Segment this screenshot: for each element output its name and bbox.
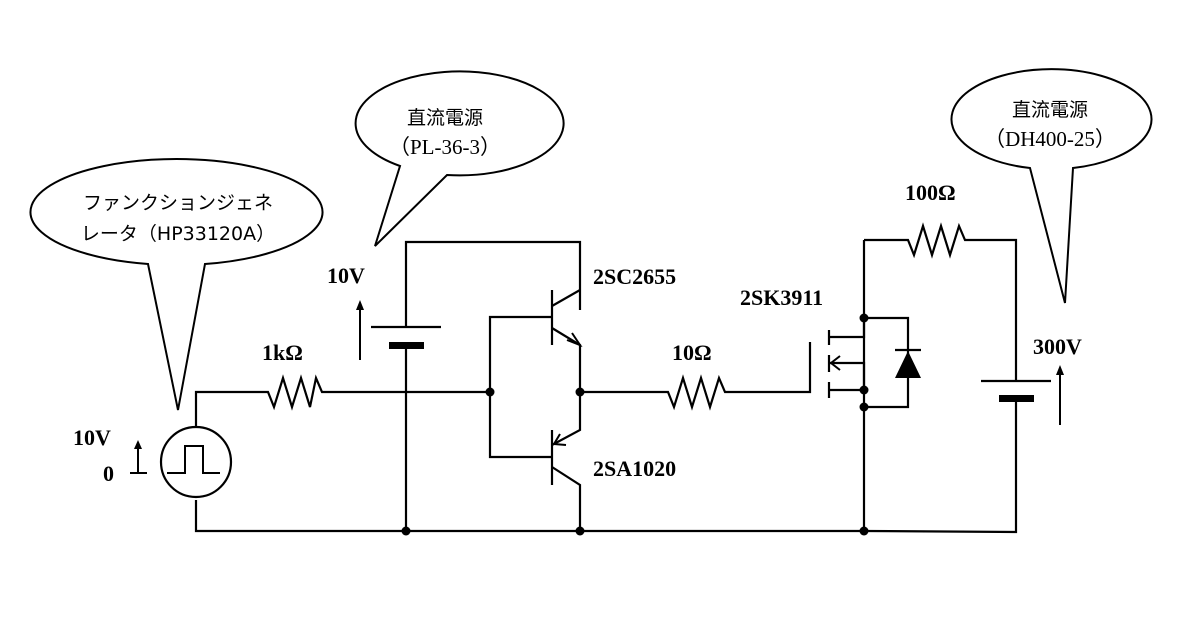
pulse-low-label: 0	[103, 461, 114, 486]
callout-function-generator-line1: ファンクションジェネ	[83, 192, 273, 214]
callout-gate-supply-line1: 直流電源	[407, 107, 483, 129]
resistor-10-label: 10Ω	[672, 340, 712, 365]
callout-main-supply-line1: 直流電源	[1012, 99, 1088, 121]
junction-dot	[575, 526, 585, 536]
main-battery-label: 300V	[1033, 334, 1082, 359]
pnp-transistor-2sa1020: 2SA1020	[488, 392, 676, 531]
resistor-1k: 1kΩ	[262, 340, 490, 411]
callout-main-supply-line2: （DH400-25）	[984, 127, 1116, 151]
pulse-source: 10V 0	[73, 390, 262, 499]
callout-gate-supply-line2: （PL-36-3）	[389, 135, 501, 159]
npn-transistor-2sc2655: 2SC2655	[488, 264, 676, 392]
callout-function-generator: ファンクションジェネ レータ（HP33120A）	[29, 158, 324, 411]
pulse-high-label: 10V	[73, 425, 111, 450]
junction-dot	[859, 526, 869, 536]
npn-transistor-label: 2SC2655	[593, 264, 676, 289]
junction-dot	[859, 402, 869, 412]
pulse-source-circle	[159, 425, 233, 499]
junction-dot	[485, 387, 495, 397]
main-battery: 300V	[981, 334, 1082, 425]
callout-gate-supply: 直流電源 （PL-36-3）	[354, 70, 565, 247]
junction-dot	[859, 385, 869, 395]
resistor-10: 10Ω	[580, 340, 812, 411]
callout-main-supply: 直流電源 （DH400-25）	[950, 68, 1153, 304]
pnp-transistor-label: 2SA1020	[593, 456, 676, 481]
pulse-amplitude-arrow-icon	[130, 447, 147, 474]
junction-dot	[401, 526, 411, 536]
body-diode-icon	[895, 351, 921, 378]
resistor-100-label: 100Ω	[905, 180, 956, 205]
callout-function-generator-line2: レータ（HP33120A）	[81, 223, 275, 245]
resistor-100: 100Ω	[864, 180, 1018, 382]
pulse-waveform-icon	[167, 445, 220, 474]
gate-battery-label: 10V	[327, 263, 365, 288]
mosfet-2sk3911: 2SK3911	[740, 240, 921, 531]
gate-battery: 10V	[327, 240, 582, 531]
mosfet-label: 2SK3911	[740, 285, 823, 310]
junction-dot	[575, 387, 585, 397]
resistor-1k-label: 1kΩ	[262, 340, 303, 365]
junction-dots	[401, 313, 869, 536]
junction-dot	[859, 313, 869, 323]
